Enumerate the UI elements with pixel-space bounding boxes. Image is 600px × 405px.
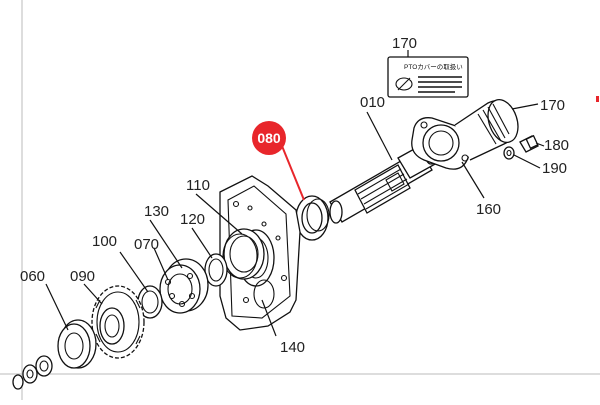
label-100: 100 xyxy=(92,233,117,250)
label-120: 120 xyxy=(180,211,205,228)
part-washer-190[interactable] xyxy=(503,146,515,160)
label-170-side: 170 xyxy=(540,97,565,114)
part-collar-070[interactable] xyxy=(137,285,163,319)
edge-mark xyxy=(596,96,599,102)
label-010: 010 xyxy=(360,94,385,111)
part-seal-080[interactable] xyxy=(295,195,330,241)
label-110: 110 xyxy=(186,177,210,194)
label-190: 190 xyxy=(542,160,567,177)
part-ring-120[interactable] xyxy=(204,253,228,287)
label-070: 070 xyxy=(134,236,159,253)
part-washer-060[interactable] xyxy=(12,355,53,390)
label-090: 090 xyxy=(70,268,95,285)
part-cover-160[interactable] xyxy=(411,96,523,170)
leader-lines xyxy=(45,50,545,337)
label-170-top: 170 xyxy=(392,35,417,52)
highlight-label: 080 xyxy=(257,130,281,146)
highlight-callout-080[interactable]: 080 xyxy=(252,121,286,155)
part-decal-170[interactable]: PTOカバーの取扱い xyxy=(387,56,469,98)
part-gear-090[interactable] xyxy=(91,285,145,359)
part-bearing-130[interactable] xyxy=(159,258,209,314)
part-bolt-180[interactable] xyxy=(519,134,539,153)
label-140: 140 xyxy=(280,339,305,356)
label-130: 130 xyxy=(144,203,169,220)
part-bearing-100[interactable] xyxy=(57,319,97,369)
highlight-circle xyxy=(252,121,286,155)
part-bearing-110[interactable] xyxy=(222,228,265,280)
label-160: 160 xyxy=(476,201,501,218)
label-060: 060 xyxy=(20,268,45,285)
decal-title: PTOカバーの取扱い xyxy=(404,62,463,71)
label-180: 180 xyxy=(544,137,569,154)
